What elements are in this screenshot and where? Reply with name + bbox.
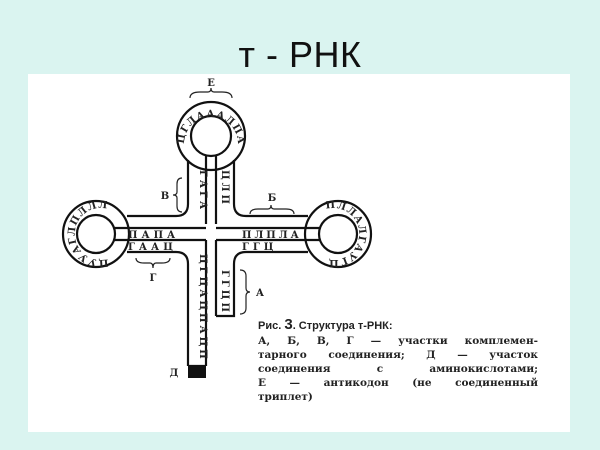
label-b: Б [268,193,277,204]
caption-line: триплет) [258,391,313,403]
acceptor-end-block [188,366,206,378]
left-arm-top-seq: ПАПА [128,230,179,241]
label-v: В [161,191,169,202]
figure-caption: Рис. 3. Структура т-РНК: А, Б, В, Г — уч… [258,316,538,404]
acceptor-stem-left-seq: ЦГЦАЦПАЦП [197,254,208,362]
caption-line: тарного соединения; Д — участок [258,349,538,361]
left-arm-bottom-seq: ГААЦ [128,242,177,253]
right-arm-bottom-seq: ГГЦ [242,242,277,253]
label-d: Д [170,368,179,379]
figure-panel: Е В Б Г А Д ПАПА ГААЦ ПЛПЛА ГГЦ ГАГА ЦЛП… [28,74,570,432]
slide-title: т - РНК [238,34,362,75]
label-a: А [256,288,265,299]
acceptor-stem-right-seq: ГГЦП [219,270,230,315]
right-arm-top-seq: ПЛПЛА [242,230,302,241]
trna-cloverleaf-diagram: Е В Б Г А Д ПАПА ГААЦ ПЛПЛА ГГЦ ГАГА ЦЛП… [28,74,373,379]
caption-line: Е — антикодон (не соединенный [258,377,538,389]
label-g: Г [150,273,157,284]
left-loop-seq: ЦУУАГЛПЛЛЛЛП [28,74,109,268]
caption-line: А, Б, В, Г — участки комплемен- [258,335,538,347]
top-stem-right-seq: ЦЛП [219,170,230,207]
top-stem-left-seq: ГАГА [197,170,208,212]
figure-number: 3 [284,316,293,333]
label-e: Е [207,78,215,89]
caption-line: соединения с аминокислотами; [258,363,538,375]
caption-title: Рис. 3. Структура т-РНК: [258,316,393,333]
